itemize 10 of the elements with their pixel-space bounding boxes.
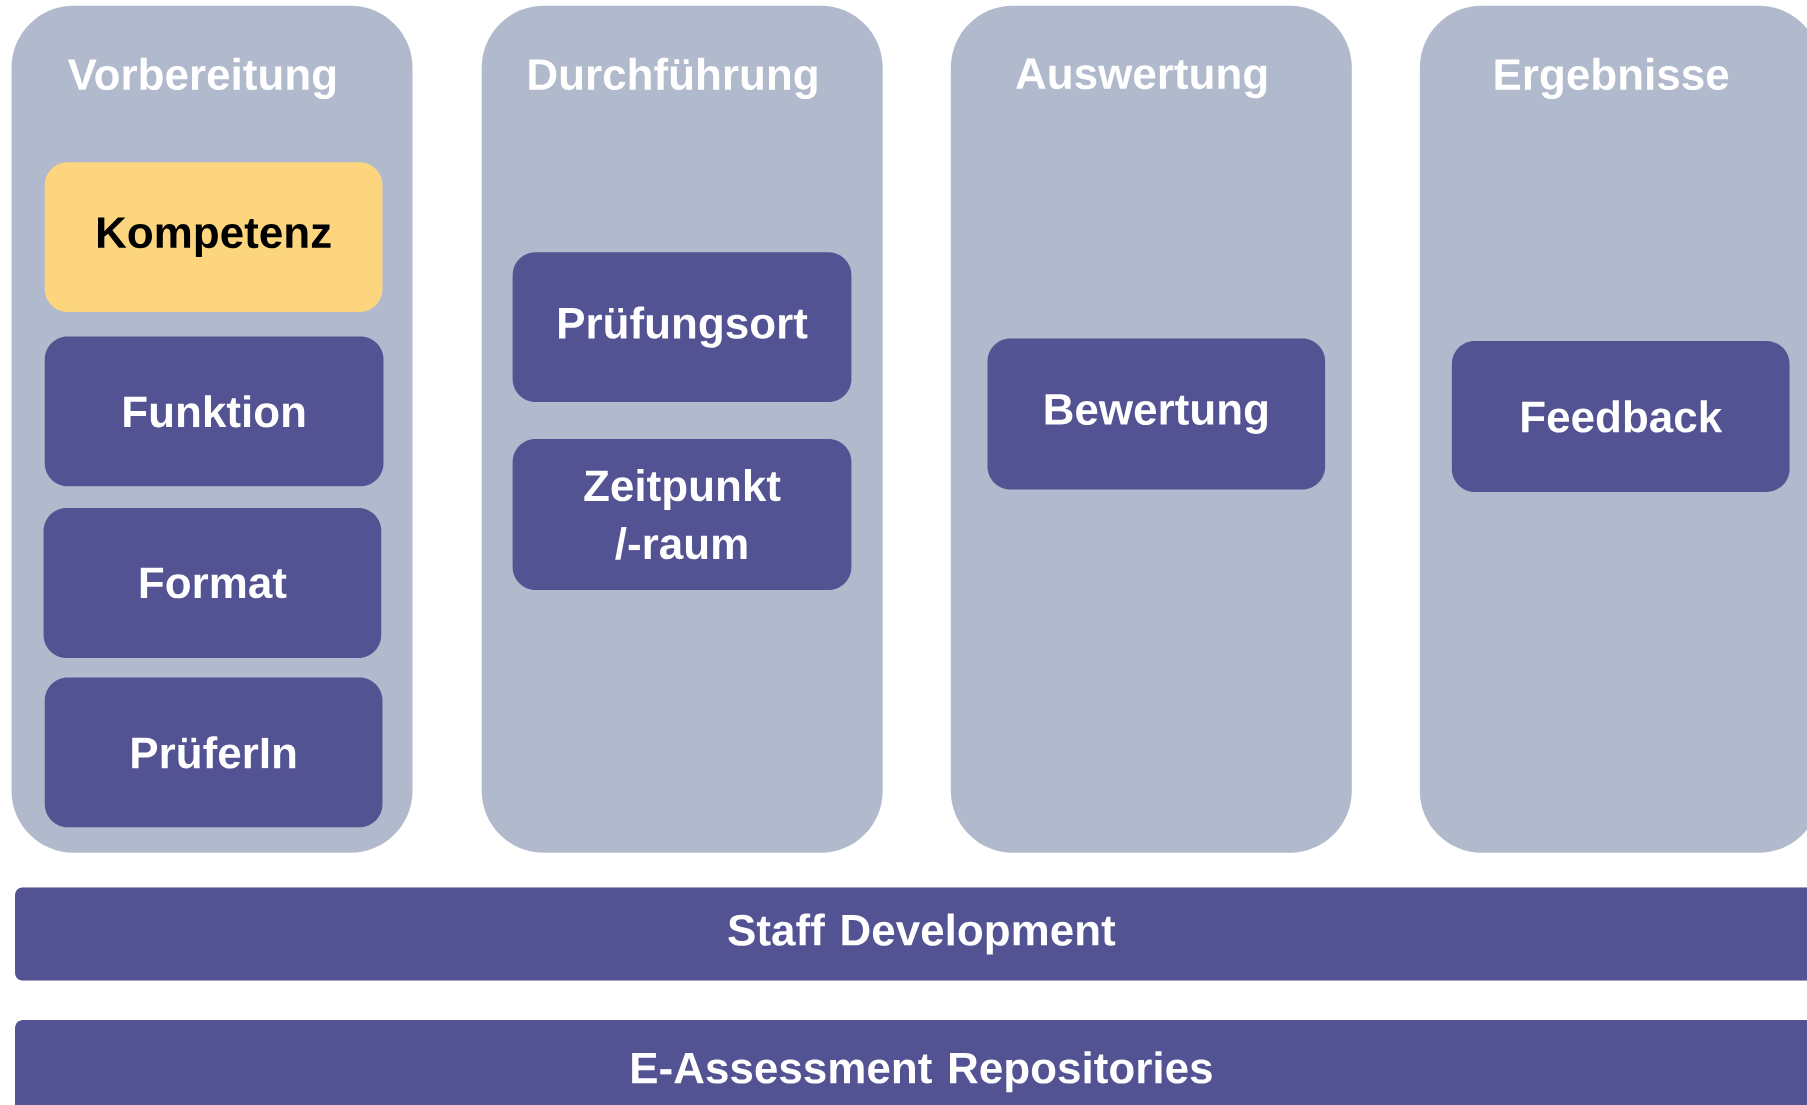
highlight-box: Kompetenz — [44, 162, 383, 313]
process-box: Bewertung — [987, 338, 1326, 490]
process-box: Zeitpunkt /-raum — [512, 438, 852, 590]
banner-bar: E-Assessment Repositories — [15, 1019, 1807, 1105]
process-box: Funktion — [44, 336, 384, 487]
banner-bar: Staff Development — [15, 887, 1807, 981]
process-box: PrüferIn — [44, 677, 383, 828]
process-box: Format — [43, 508, 382, 658]
process-box: Prüfungsort — [512, 252, 852, 402]
process-box: Feedback — [1451, 340, 1790, 492]
